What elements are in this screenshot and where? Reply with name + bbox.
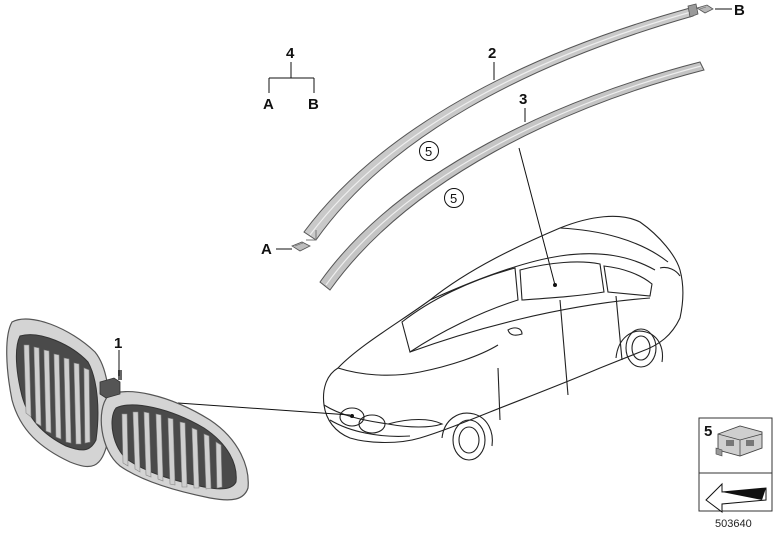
callout-4-bracket	[268, 62, 315, 93]
callout-4-a: A	[263, 96, 274, 113]
callout-1: 1	[114, 335, 122, 352]
svg-text:5: 5	[425, 144, 432, 159]
circled-ref-5-strip3: 5	[444, 188, 464, 208]
legend-item-number: 5	[704, 423, 712, 440]
svg-text:5: 5	[450, 191, 457, 206]
callout-3: 3	[519, 91, 527, 108]
circled-ref-5-strip2: 5	[419, 141, 439, 161]
legend-box: 5	[698, 417, 773, 513]
direction-arrow-icon	[705, 482, 767, 513]
roof-strip-3	[319, 61, 705, 291]
clip-a-part	[276, 241, 311, 252]
callout-2: 2	[488, 45, 496, 62]
callout-4-b: B	[308, 96, 319, 113]
callout-4: 4	[286, 45, 295, 62]
label-b-end: B	[734, 2, 745, 19]
car-outline	[322, 215, 684, 461]
clip-b-part	[696, 4, 732, 14]
label-a-end: A	[261, 241, 272, 258]
roof-strip-2	[303, 3, 699, 241]
reference-number: 503640	[715, 518, 752, 530]
clip-5-part	[715, 425, 763, 457]
kidney-grille	[6, 318, 249, 501]
